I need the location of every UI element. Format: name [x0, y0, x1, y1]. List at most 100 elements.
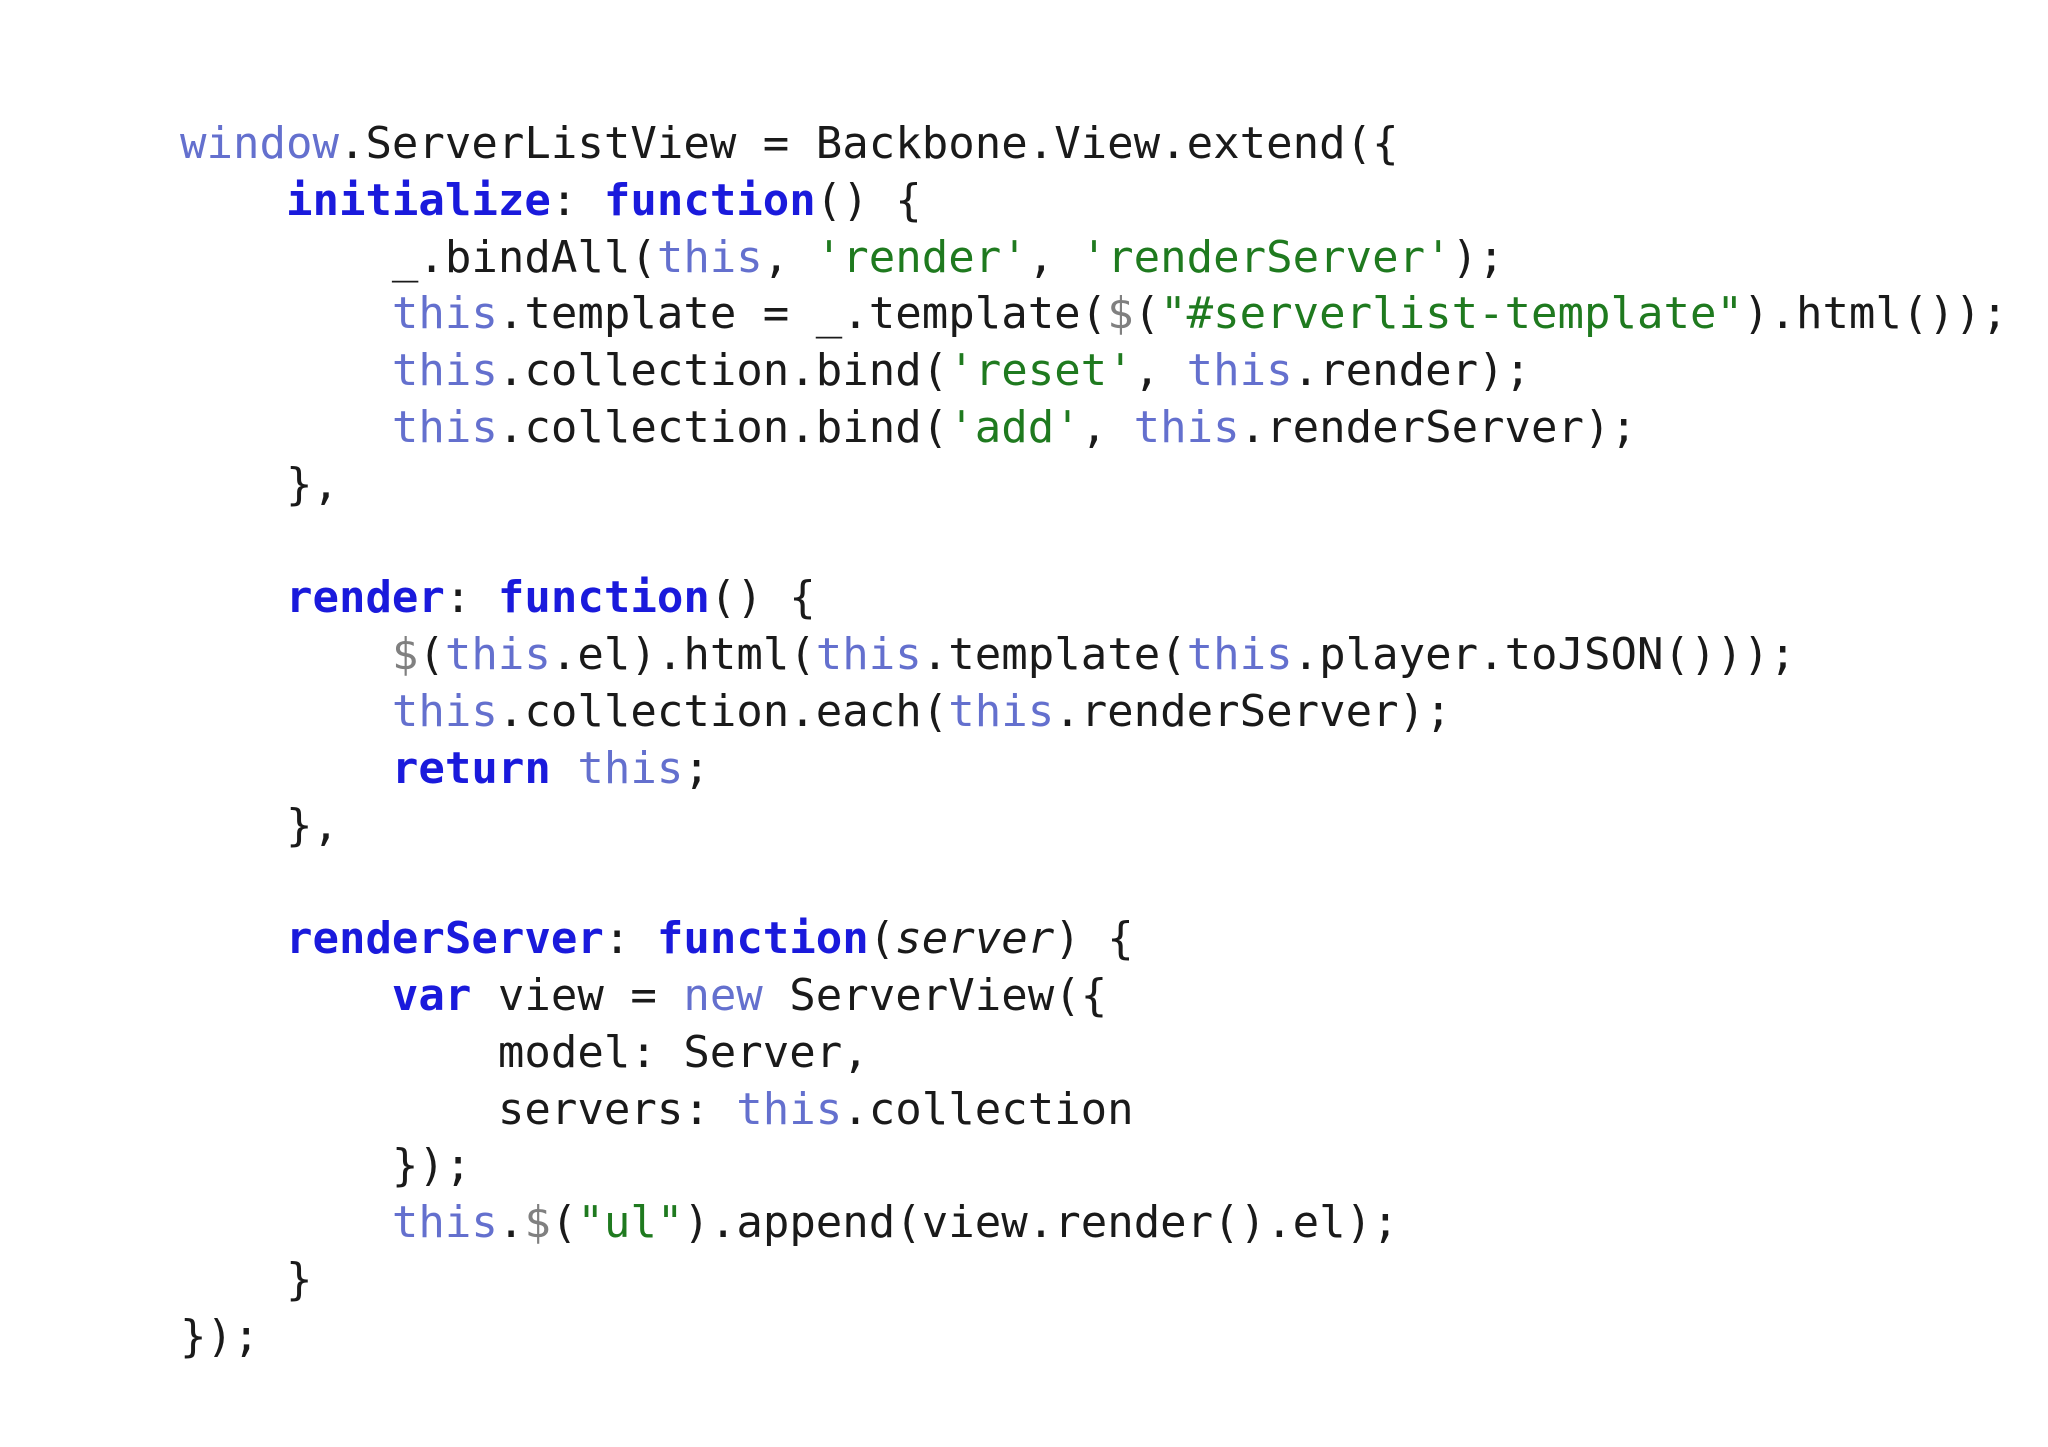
code-text: ) { — [1054, 913, 1134, 965]
new-keyword: new — [683, 969, 763, 1021]
code-text: .collection.bind( — [497, 345, 949, 397]
code-line — [180, 854, 2020, 911]
this-keyword: this — [656, 231, 763, 283]
keyword-token: renderServer — [285, 913, 604, 965]
code-text: ).html()); — [1742, 288, 2008, 340]
code-line: return this; — [180, 741, 2020, 798]
code-text — [180, 686, 392, 737]
code-text: () { — [709, 572, 816, 624]
this-keyword: this — [391, 345, 498, 397]
this-keyword: this — [815, 629, 922, 681]
code-text: .collection — [842, 1083, 1134, 1135]
code-text: ; — [683, 742, 710, 794]
code-line: this.collection.bind('add', this.renderS… — [180, 400, 2020, 457]
code-text: ( — [418, 629, 445, 681]
code-text: , — [1027, 231, 1081, 283]
code-text: } — [180, 1253, 313, 1305]
this-keyword: this — [577, 742, 684, 794]
keyword-token: function — [656, 913, 869, 965]
code-text: .collection.bind( — [497, 401, 949, 453]
this-keyword: this — [1186, 629, 1293, 681]
this-keyword: this — [391, 288, 498, 340]
code-text — [180, 1197, 392, 1248]
code-line — [180, 514, 2020, 571]
code-text: .render); — [1292, 345, 1532, 397]
code-line: this.template = _.template($("#serverlis… — [180, 286, 2020, 343]
code-text: ( — [868, 913, 896, 965]
parameter-name: server — [895, 913, 1055, 965]
keyword-token: function — [603, 174, 816, 226]
code-line: }); — [180, 1309, 2020, 1366]
this-keyword: this — [391, 401, 498, 453]
keyword-token: var — [391, 969, 472, 1021]
code-line: } — [180, 1252, 2020, 1309]
code-line: model: Server, — [180, 1025, 2020, 1082]
code-line: }, — [180, 798, 2020, 855]
keyword-token: render — [285, 572, 445, 624]
string-literal: "#serverlist-template" — [1160, 288, 1743, 340]
string-literal: 'add' — [948, 401, 1081, 453]
code-text: model: Server, — [180, 1026, 869, 1078]
code-line: this.collection.bind('reset', this.rende… — [180, 343, 2020, 400]
code-text: .template = _.template( — [497, 288, 1108, 340]
code-text — [180, 913, 286, 964]
code-text: , — [1133, 345, 1187, 397]
code-line: }, — [180, 457, 2020, 514]
code-text — [180, 345, 392, 396]
code-text: ).append(view.render().el); — [683, 1197, 1399, 1249]
code-text: : — [444, 572, 498, 624]
this-keyword: this — [391, 1197, 498, 1249]
code-text: ( — [550, 1197, 578, 1249]
code-line: }); — [180, 1138, 2020, 1195]
string-literal: 'renderServer' — [1080, 231, 1452, 283]
code-text: . — [497, 1197, 525, 1249]
code-line: this.collection.each(this.renderServer); — [180, 684, 2020, 741]
code-text: , — [1080, 401, 1134, 453]
code-text: .ServerListView = Backbone.View.extend({ — [338, 118, 1399, 169]
code-text — [180, 629, 392, 680]
this-keyword: this — [1186, 345, 1293, 397]
keyword-token: return — [391, 742, 551, 794]
code-text: .player.toJSON())); — [1292, 629, 1796, 681]
code-text: .renderServer); — [1054, 685, 1452, 737]
this-keyword: this — [391, 685, 498, 737]
code-text: , — [762, 231, 816, 283]
code-text — [551, 743, 578, 794]
code-text — [180, 743, 392, 794]
jquery-dollar: $ — [1107, 288, 1134, 340]
code-text: _.bindAll( — [180, 231, 657, 283]
code-text: }, — [180, 458, 339, 510]
code-line: window.ServerListView = Backbone.View.ex… — [180, 116, 2020, 173]
code-text — [180, 288, 392, 339]
code-text: }, — [180, 799, 339, 851]
code-text — [180, 572, 286, 623]
code-line: this.$("ul").append(view.render().el); — [180, 1195, 2020, 1252]
code-text: () { — [815, 174, 922, 226]
window-identifier: window — [180, 118, 339, 169]
string-literal: 'reset' — [948, 345, 1134, 397]
code-text: ServerView({ — [762, 969, 1108, 1021]
code-line: $(this.el).html(this.template(this.playe… — [180, 627, 2020, 684]
jquery-dollar: $ — [391, 629, 419, 681]
code-text: : — [550, 174, 604, 226]
this-keyword: this — [1133, 401, 1240, 453]
code-text: }); — [180, 1140, 472, 1192]
code-text: .renderServer); — [1239, 401, 1637, 453]
code-text: ( — [1133, 288, 1161, 340]
this-keyword: this — [948, 685, 1055, 737]
keyword-token: function — [497, 572, 710, 624]
code-text: }); — [180, 1310, 260, 1362]
this-keyword: this — [444, 629, 551, 681]
code-text: ); — [1451, 231, 1505, 283]
this-keyword: this — [736, 1083, 843, 1135]
code-text: .collection.each( — [497, 685, 949, 737]
code-text: : — [603, 913, 657, 965]
code-text — [180, 175, 286, 226]
code-line: var view = new ServerView({ — [180, 968, 2020, 1025]
code-line: render: function() { — [180, 570, 2020, 627]
code-text: .template( — [921, 629, 1187, 681]
string-literal: "ul" — [577, 1197, 684, 1249]
code-line: _.bindAll(this, 'render', 'renderServer'… — [180, 230, 2020, 287]
code-text: view = — [471, 969, 684, 1021]
code-text — [180, 970, 392, 1021]
